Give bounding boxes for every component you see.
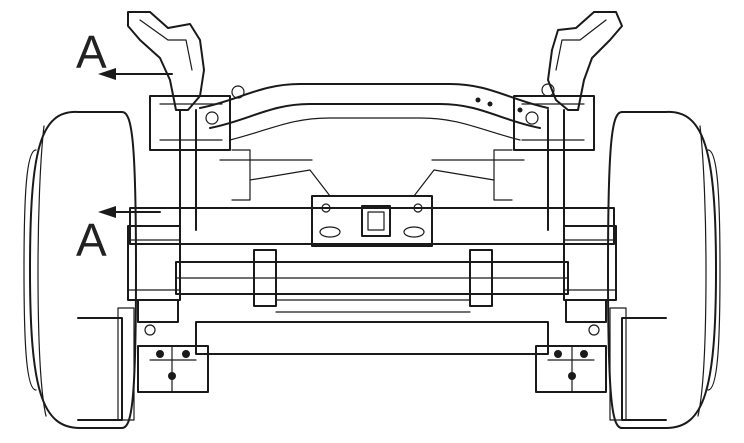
section-arrow-top	[98, 68, 173, 80]
left-strut-tower	[127, 11, 251, 231]
section-label-bottom: A	[76, 214, 107, 266]
upper-crossmember	[199, 83, 549, 141]
hitch-assembly	[129, 159, 615, 247]
section-label-top: A	[76, 26, 107, 78]
right-wheel	[607, 110, 721, 429]
left-suspension	[127, 225, 209, 393]
rear-axle	[175, 249, 569, 355]
section-arrow-bottom	[98, 206, 161, 218]
right-strut-tower	[493, 11, 623, 231]
right-suspension	[535, 225, 617, 393]
left-wheel	[23, 110, 137, 429]
